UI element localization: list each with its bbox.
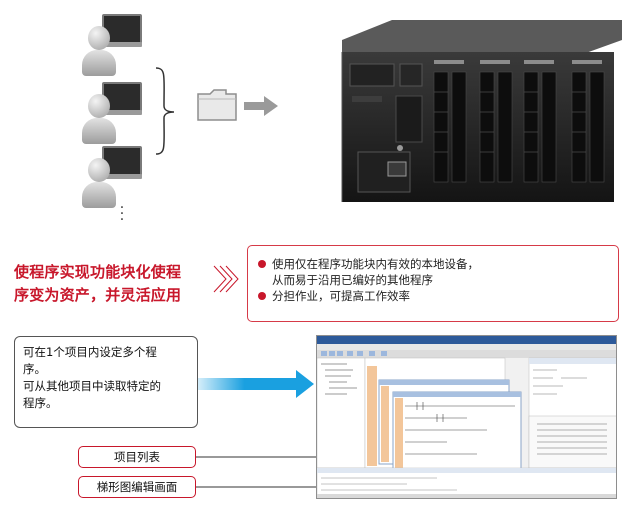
software-window-screenshot xyxy=(316,335,617,499)
benefits-box: 使用仅在程序功能块内有效的本地设备， 从而易于沿用已编好的其他程序 分担作业，可… xyxy=(247,245,619,322)
folder-icon xyxy=(197,89,237,121)
user-laptop-icon xyxy=(82,82,142,144)
benefit-line: 从而易于沿用已编好的其他程序 xyxy=(272,273,433,287)
user-laptop-icon xyxy=(82,146,142,208)
headline-line1: 使程序实现功能块化使程 xyxy=(14,263,182,281)
plc-device-image xyxy=(341,20,622,202)
info-box: 可在1个项目内设定多个程 序。 可从其他项目中读取特定的 程序。 xyxy=(14,336,198,428)
bullet-icon xyxy=(258,260,266,268)
benefit-item: 分担作业，可提高工作效率 xyxy=(258,288,618,304)
arrow-right-blue-icon xyxy=(198,370,314,398)
ladder-editor-label: 梯形图编辑画面 xyxy=(78,476,196,498)
more-dots: ··· xyxy=(119,200,125,228)
benefit-item: 使用仅在程序功能块内有效的本地设备， 从而易于沿用已编好的其他程序 xyxy=(258,256,618,288)
info-line: 序。 xyxy=(23,362,46,376)
chevron-right-icon xyxy=(213,265,239,293)
info-line: 程序。 xyxy=(23,396,58,410)
bullet-icon xyxy=(258,292,266,300)
benefit-line: 分担作业，可提高工作效率 xyxy=(272,289,410,303)
arrow-right-icon xyxy=(244,96,278,116)
project-list-label: 项目列表 xyxy=(78,446,196,468)
user-laptop-icon xyxy=(82,14,142,76)
info-line: 可在1个项目内设定多个程 xyxy=(23,345,157,359)
benefit-line: 使用仅在程序功能块内有效的本地设备， xyxy=(272,257,479,271)
brace-icon xyxy=(155,67,175,155)
headline: 使程序实现功能块化使程 序变为资产，并灵活应用 xyxy=(14,261,198,307)
headline-line2: 序变为资产，并灵活应用 xyxy=(14,286,182,304)
info-line: 可从其他项目中读取特定的 xyxy=(23,379,161,393)
